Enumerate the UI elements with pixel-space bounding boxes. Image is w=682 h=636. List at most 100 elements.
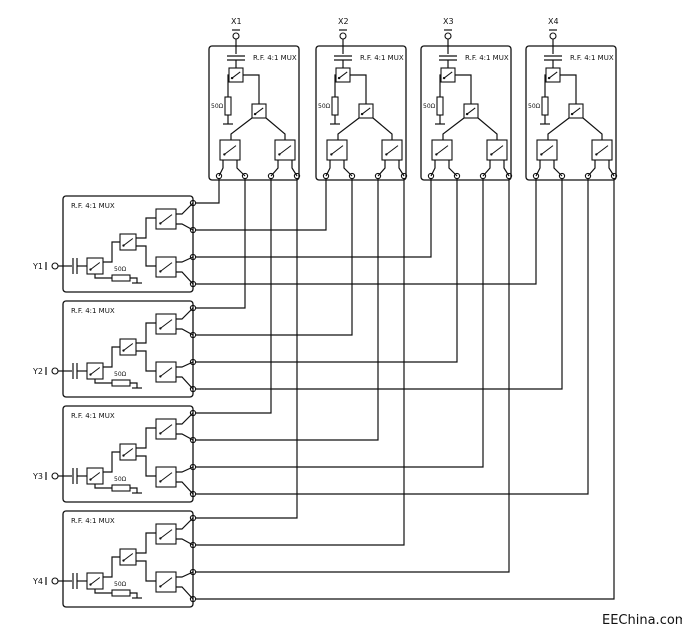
wire xyxy=(176,256,194,263)
wire xyxy=(176,433,194,441)
switch-pivot xyxy=(230,76,234,80)
switch-blade xyxy=(123,343,134,351)
mux-frame xyxy=(315,45,407,181)
wire xyxy=(136,350,156,372)
wire xyxy=(236,160,246,177)
port-label: Y4 xyxy=(32,577,43,586)
mux-label: R.F. 4:1 MUX xyxy=(71,412,115,420)
wire xyxy=(136,322,156,344)
wire xyxy=(103,556,120,578)
switch-blade xyxy=(548,71,558,79)
wire xyxy=(176,412,194,425)
wire xyxy=(176,223,194,231)
wire xyxy=(136,532,156,554)
port-label: X1 xyxy=(231,17,242,26)
switch-blade xyxy=(361,107,371,115)
switch-pivot xyxy=(540,153,543,156)
mux-label: R.F. 4:1 MUX xyxy=(71,202,115,210)
resistor-label: 50Ω xyxy=(114,476,127,483)
wire xyxy=(503,160,510,177)
wire xyxy=(608,160,615,177)
wire xyxy=(176,376,194,390)
resistor xyxy=(331,96,339,116)
wire xyxy=(547,117,570,140)
interconnect-wire xyxy=(193,176,220,204)
switch-blade xyxy=(123,553,134,561)
switch-pivot xyxy=(159,375,162,378)
wire xyxy=(553,160,563,177)
mux-label: R.F. 4:1 MUX xyxy=(71,307,115,315)
switch-element xyxy=(155,208,177,230)
wire xyxy=(544,74,546,97)
switch-pivot xyxy=(253,112,257,116)
switch-pivot xyxy=(490,153,493,156)
switch-element xyxy=(86,572,104,590)
wire xyxy=(448,160,458,177)
switch-blade xyxy=(231,71,241,79)
port-label: Y1 xyxy=(32,262,43,271)
wire xyxy=(94,589,112,594)
switch-blade xyxy=(123,448,134,456)
switch-pivot xyxy=(122,454,125,457)
wire xyxy=(176,361,194,368)
resistor-label: 50Ω xyxy=(211,103,224,110)
switch-element xyxy=(440,67,456,83)
wire xyxy=(334,74,336,97)
switch-element xyxy=(251,103,267,119)
wire xyxy=(535,160,541,177)
switch-element xyxy=(274,139,296,161)
switch-pivot xyxy=(337,76,341,80)
interconnect-wire xyxy=(193,176,458,363)
switch-pivot xyxy=(159,537,162,540)
interconnect-wire xyxy=(193,176,432,258)
mux-label: R.F. 4:1 MUX xyxy=(570,54,614,62)
resistor xyxy=(111,589,131,597)
interconnect-wire xyxy=(193,176,510,573)
wire xyxy=(176,202,194,215)
switch-blade xyxy=(224,145,237,155)
wire xyxy=(136,455,156,477)
switch-element xyxy=(155,361,177,383)
wire xyxy=(350,74,367,104)
switch-pivot xyxy=(570,112,574,116)
wire xyxy=(176,586,194,600)
resistor xyxy=(436,96,444,116)
switch-pivot xyxy=(159,432,162,435)
switch-pivot xyxy=(442,76,446,80)
port-label: X3 xyxy=(443,17,454,26)
wire xyxy=(176,271,194,285)
interconnect-wire xyxy=(193,176,327,231)
mux-label: R.F. 4:1 MUX xyxy=(465,54,509,62)
wire xyxy=(136,217,156,239)
port-connector xyxy=(51,367,59,375)
switch-element xyxy=(431,139,453,161)
wire xyxy=(482,160,491,177)
switch-element xyxy=(228,67,244,83)
mux-label: R.F. 4:1 MUX xyxy=(71,517,115,525)
switch-element xyxy=(545,67,561,83)
switch-pivot xyxy=(122,559,125,562)
switch-blade xyxy=(466,107,476,115)
switch-blade xyxy=(571,107,581,115)
switch-blade xyxy=(443,71,453,79)
resistor xyxy=(224,96,232,116)
wire xyxy=(94,274,112,279)
wire xyxy=(227,74,229,97)
switch-pivot xyxy=(278,153,281,156)
switch-blade xyxy=(160,577,173,587)
switch-element xyxy=(119,338,137,356)
switch-pivot xyxy=(159,327,162,330)
switch-element xyxy=(335,67,351,83)
wire xyxy=(477,117,498,140)
switch-element xyxy=(486,139,508,161)
resistor-label: 50Ω xyxy=(114,371,127,378)
interconnect-wire xyxy=(193,176,563,390)
switch-element xyxy=(119,443,137,461)
wire xyxy=(94,379,112,384)
switch-pivot xyxy=(385,153,388,156)
wire xyxy=(439,74,441,97)
wire xyxy=(430,160,436,177)
switch-element xyxy=(358,103,374,119)
